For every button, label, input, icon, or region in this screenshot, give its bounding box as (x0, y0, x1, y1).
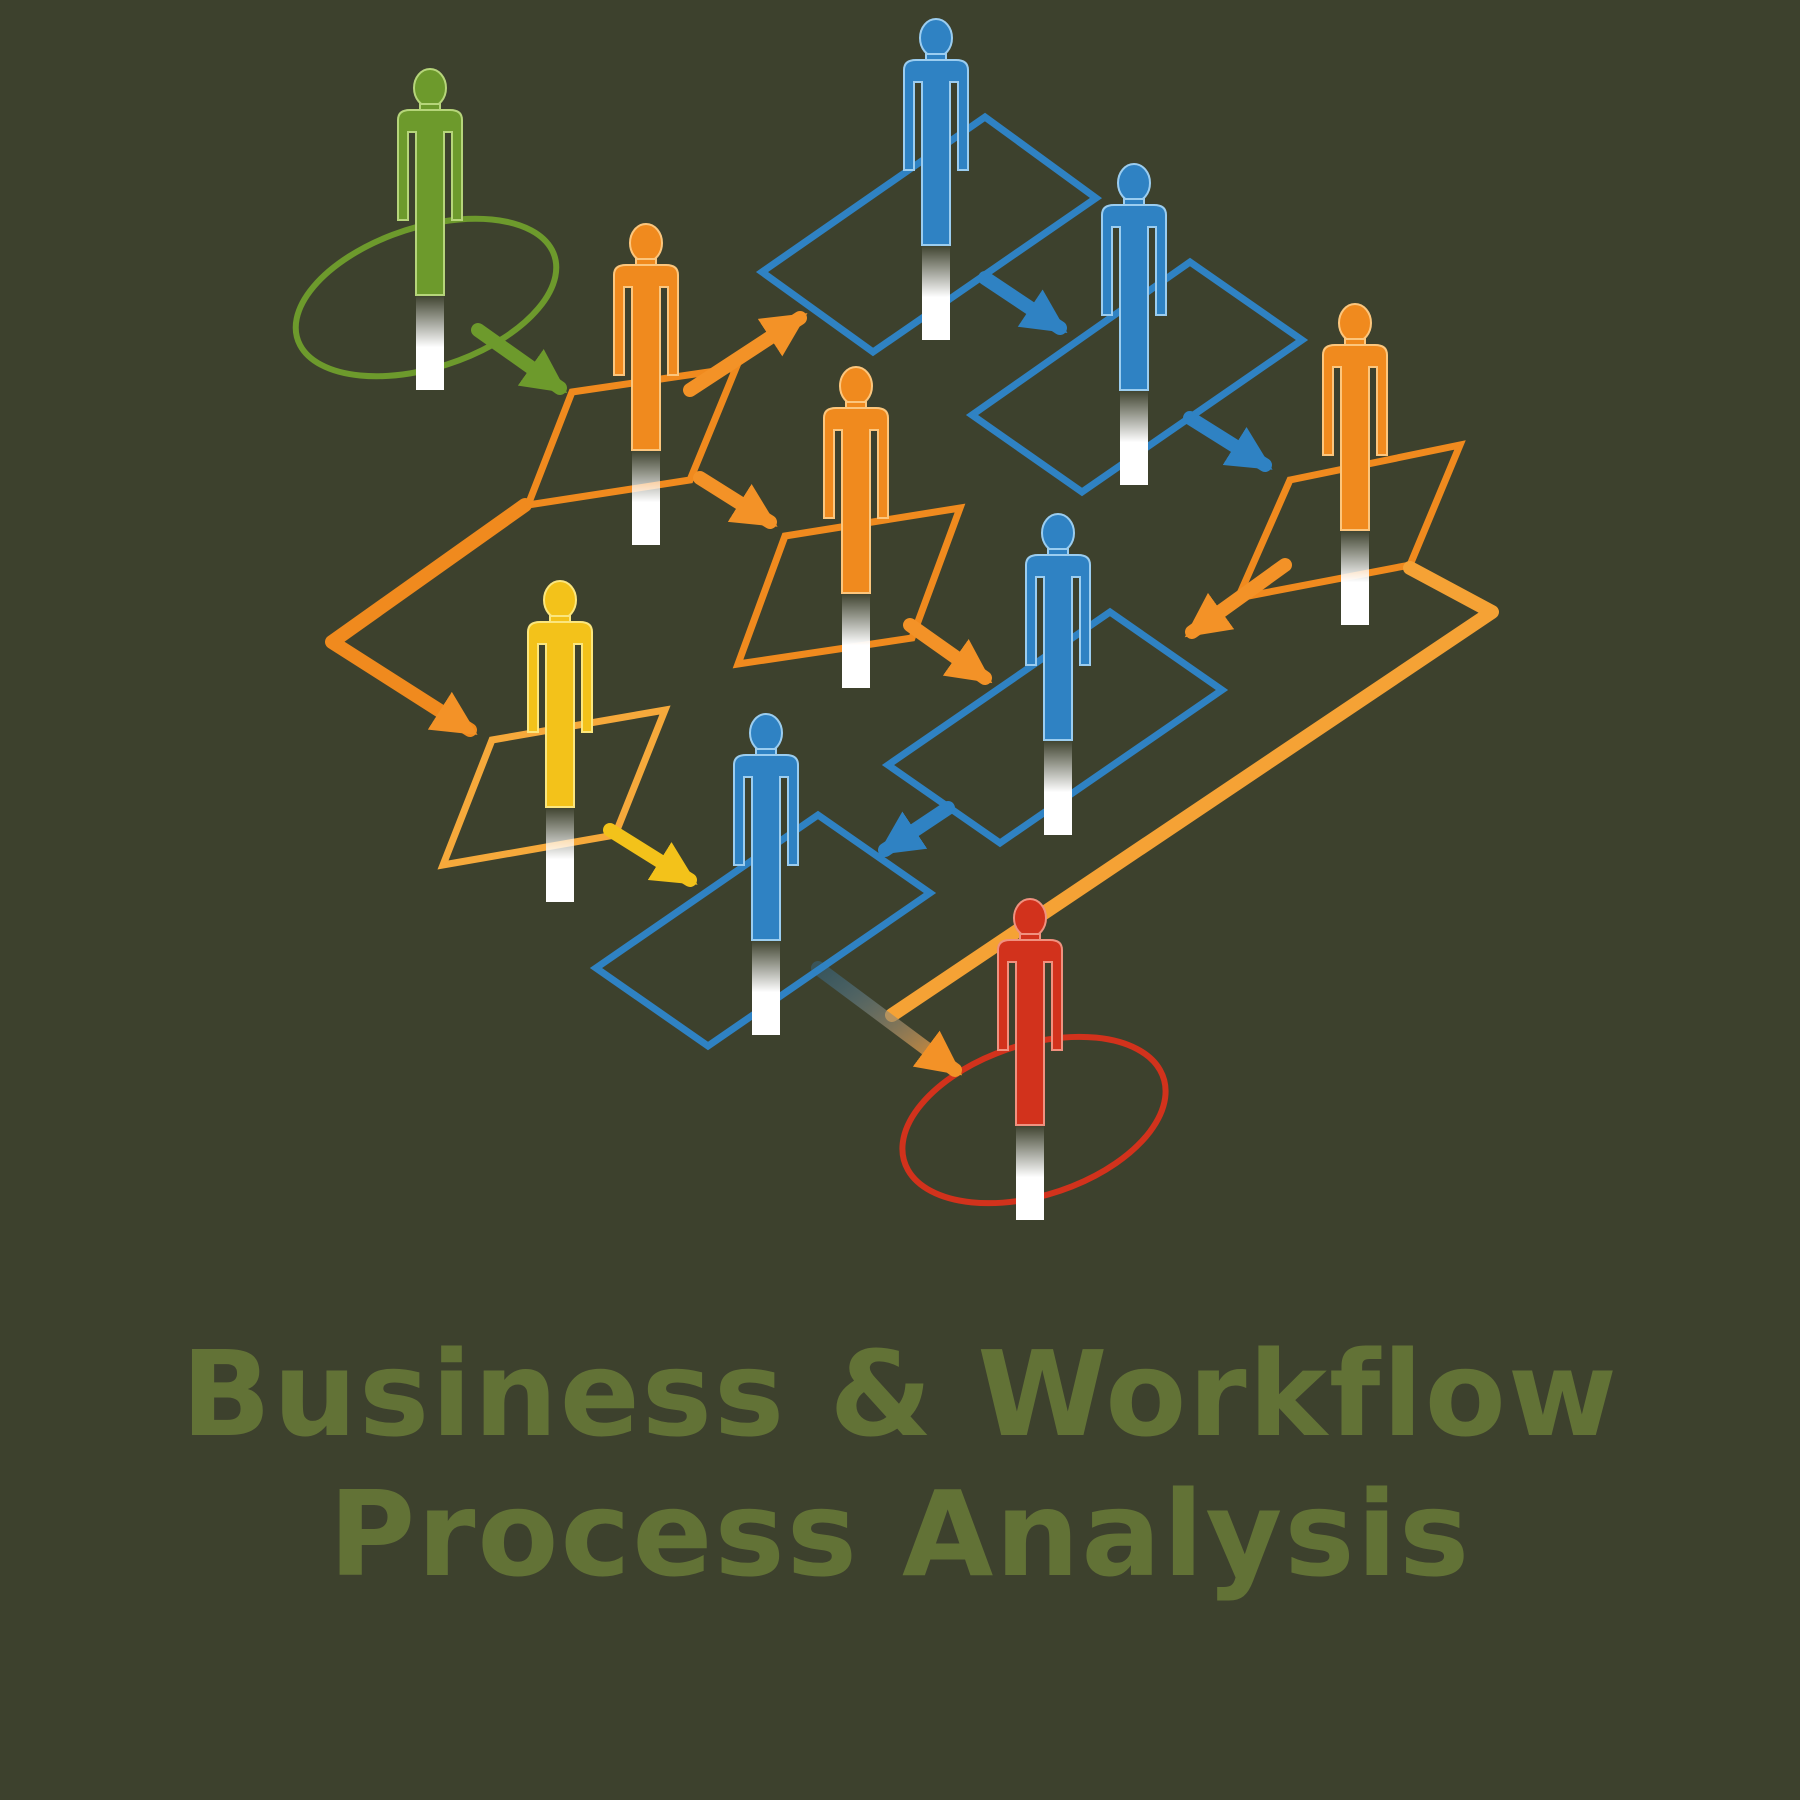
person-icon (527, 580, 593, 902)
title-line-1: Business & Workflow (181, 1325, 1619, 1463)
person-icon (733, 713, 799, 1035)
connectors (325, 271, 1499, 1077)
connector-g-to-h (877, 801, 955, 857)
connector-a-to-f (325, 498, 532, 737)
person-icon (613, 223, 679, 545)
connector-b-to-c (978, 271, 1068, 335)
connector-f-to-h (603, 823, 698, 887)
person-icon (903, 18, 969, 340)
connector-e-to-g (903, 618, 993, 685)
title-line-2: Process Analysis (328, 1465, 1472, 1603)
person-icon (397, 68, 463, 390)
connector-c-to-d (1183, 411, 1273, 472)
step-e-platform (732, 503, 966, 669)
connector-a-to-b (683, 311, 808, 397)
connector-h-to-end (811, 961, 963, 1077)
person-icon (1322, 303, 1388, 625)
connector-a-to-e (693, 471, 778, 529)
connector-start-to-a (471, 323, 568, 395)
start-ring (292, 215, 560, 380)
step-a-platform (522, 363, 742, 510)
person-icon (1025, 513, 1091, 835)
person-figures (397, 18, 1388, 1220)
connector-d-to-g (1184, 558, 1292, 639)
person-icon (823, 366, 889, 688)
person-icon (997, 898, 1063, 1220)
connector-d-to-end (885, 561, 1499, 1022)
end-ring (899, 1033, 1169, 1207)
step-c-platform (965, 257, 1309, 497)
person-icon (1101, 163, 1167, 485)
node-platforms (292, 112, 1466, 1207)
